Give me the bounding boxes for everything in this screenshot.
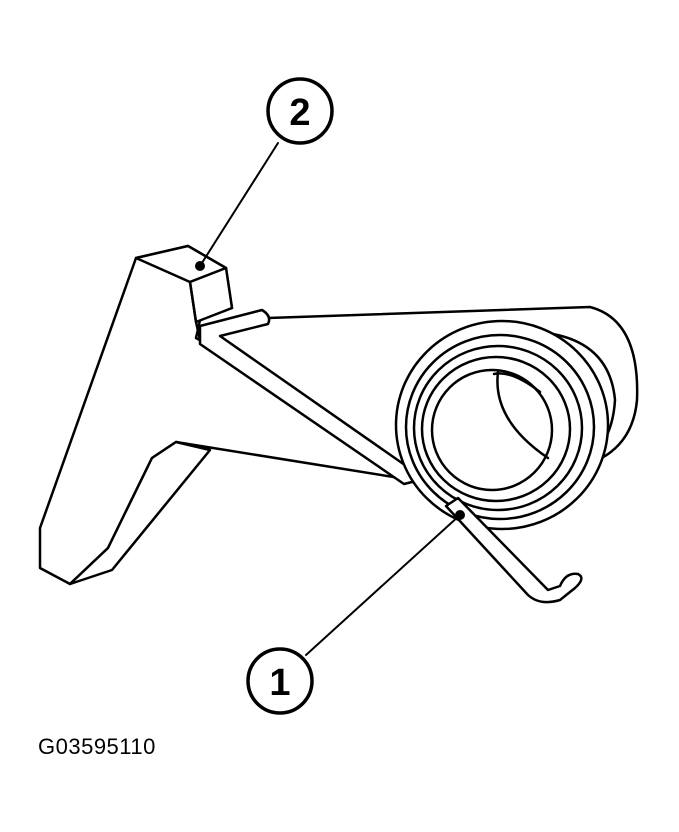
callout-2: 2 bbox=[266, 77, 334, 145]
callout-dot-1 bbox=[455, 510, 465, 520]
figure-code: G03595110 bbox=[38, 734, 156, 759]
leader-line-2 bbox=[199, 142, 279, 267]
spring-coil bbox=[394, 319, 610, 531]
callout-dot-2 bbox=[195, 261, 205, 271]
callout-1: 1 bbox=[246, 647, 314, 715]
spring-tail bbox=[444, 496, 583, 604]
leader-line-1 bbox=[305, 514, 461, 656]
callout-2-number: 2 bbox=[289, 92, 310, 134]
callout-1-number: 1 bbox=[269, 662, 290, 704]
